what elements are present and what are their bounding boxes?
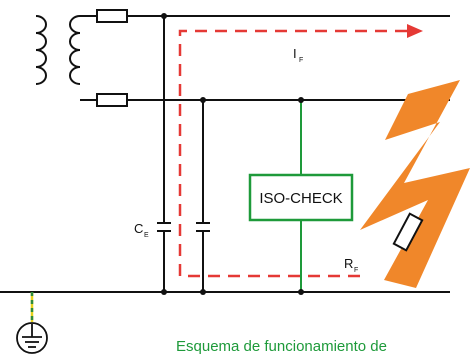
capacitor-ce: [157, 222, 171, 232]
rf-label: R F: [344, 256, 358, 274]
svg-text:C: C: [134, 221, 143, 236]
fuse-top: [96, 9, 128, 23]
svg-text:I: I: [293, 46, 297, 61]
ce-label: C E: [134, 221, 149, 239]
conductors: [0, 15, 450, 293]
iso-check-label: ISO-CHECK: [259, 190, 342, 207]
iso-check-device: [248, 173, 354, 222]
transformer-icon: [35, 15, 81, 85]
lightning-icon: [360, 30, 470, 288]
junction-dots: [161, 13, 304, 295]
capacitor-c: [196, 222, 210, 232]
fault-current-path: [178, 29, 410, 278]
diagram-caption: Esquema de funcionamiento de: [176, 338, 387, 355]
earth-ground-icon: [16, 322, 48, 354]
fault-resistor: [392, 212, 424, 252]
svg-text:F: F: [354, 267, 358, 274]
svg-text:F: F: [299, 57, 303, 64]
if-label: I F: [293, 46, 303, 64]
svg-text:R: R: [344, 256, 353, 271]
svg-text:E: E: [144, 232, 149, 239]
fault-current-arrow: [407, 24, 423, 38]
fuse-bottom: [96, 93, 128, 107]
